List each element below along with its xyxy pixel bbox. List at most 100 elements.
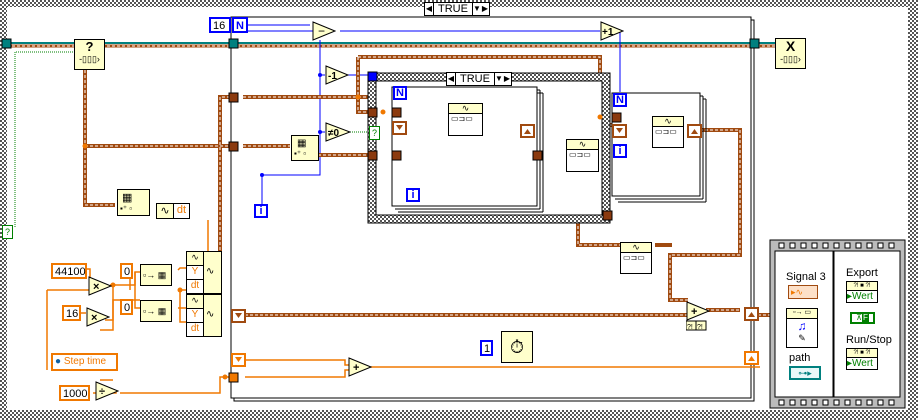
wait-ms-constant[interactable]: 1 xyxy=(480,340,493,356)
queue-icon: -▯▯▯› xyxy=(780,54,801,64)
waveform-subvi-middle[interactable]: ∿ ▭⊐▭ xyxy=(566,139,599,172)
decrement-node[interactable]: -1 xyxy=(325,65,349,85)
index-icon: ▪⁺ ▫ xyxy=(120,204,133,213)
right-loop-i-terminal: i xyxy=(613,144,627,158)
globe-icon: ● xyxy=(55,356,62,367)
flow-icon: ▭⊐▭ xyxy=(451,114,473,123)
waveform-icon: ∿ xyxy=(653,117,683,127)
export-value: ▸Wert xyxy=(847,291,873,302)
waveform-icon: ∿ xyxy=(187,252,203,266)
shift-reg-right-right xyxy=(687,124,702,138)
multiply-node-1[interactable]: × xyxy=(88,276,112,296)
waveform-subvi-bottom[interactable]: ∿ ▭⊐▭ xyxy=(620,242,652,274)
init-zero-constant-2[interactable]: 0 xyxy=(120,299,133,315)
case-dropdown-arrow[interactable]: ▼ xyxy=(494,74,503,83)
waveform-icon: ∿ xyxy=(449,104,482,114)
y-label: Y xyxy=(187,266,203,280)
runstop-label: Run/Stop xyxy=(846,334,892,346)
shift-reg-outer-left-cluster xyxy=(231,309,246,323)
index-icon: ▪⁺ ▫ xyxy=(294,149,307,158)
waveform-icon: ∿ xyxy=(157,204,174,218)
outer-case-selector[interactable]: ◀ TRUE ▼ ▶ xyxy=(424,2,490,16)
get-waveform-dt-node[interactable]: ∿ dt xyxy=(156,203,190,219)
divide-node[interactable]: ÷ xyxy=(95,381,119,401)
question-icon: ? xyxy=(85,39,94,54)
flow-icon: ▭⊐▭ xyxy=(655,127,677,136)
index-array-node-left[interactable]: ▦ ▪⁺ ▫ xyxy=(117,189,150,216)
add-cluster-node[interactable]: + ?! ?! xyxy=(686,301,710,333)
shift-reg-inner-right xyxy=(520,124,535,138)
count-wires xyxy=(247,24,621,204)
right-loop-n-terminal: N xyxy=(613,93,627,107)
not-equal-zero-node[interactable]: ≠0 xyxy=(325,122,351,142)
step-time-local-variable[interactable]: ● Step time xyxy=(51,353,118,371)
waveform-icon: ∿ xyxy=(206,266,215,277)
signal-3-label: Signal 3 xyxy=(786,271,826,283)
event-structure[interactable] xyxy=(769,239,906,409)
waveform-subvi-right[interactable]: ∿ ▭⊐▭ xyxy=(652,116,684,148)
bool-indicator-icon: ?! ■ ?! xyxy=(847,349,877,358)
prev-case-arrow[interactable]: ◀ xyxy=(447,74,455,83)
signal-3-terminal[interactable]: ▸∿ xyxy=(788,285,818,299)
release-queue-node[interactable]: X -▯▯▯› xyxy=(775,38,806,69)
multiply-node-2[interactable]: × xyxy=(86,307,110,327)
queue-icon: -▯▯▯› xyxy=(79,54,100,64)
loop-condition-terminal: ? xyxy=(2,225,13,239)
film-sprocket-holes xyxy=(778,242,895,406)
queue-status-node[interactable]: ? -▯▯▯› xyxy=(74,39,105,70)
initialize-array-node-2[interactable]: ▫→ ▦ xyxy=(140,300,172,322)
dt-label: dt xyxy=(174,204,189,218)
outer-i-terminal: i xyxy=(254,204,268,218)
dt-label: dt xyxy=(187,280,203,293)
ms-divisor-constant[interactable]: 1000 xyxy=(59,385,90,401)
export-control[interactable]: ?! ■ ?! ▸Wert xyxy=(846,281,878,303)
y-label: Y xyxy=(187,309,203,323)
path-terminal[interactable]: ⊶▸ xyxy=(789,366,821,380)
waveform-icon: ▸∿ xyxy=(791,287,804,297)
shift-reg-right-left xyxy=(612,124,627,138)
bits-constant[interactable]: 16 xyxy=(62,305,81,321)
pencil-icon: ✎ xyxy=(798,333,806,343)
index-array-node-top[interactable]: ▦ ▪⁺ ▫ xyxy=(291,135,319,161)
waveform-subvi-inner[interactable]: ∿ ▭⊐▭ xyxy=(448,103,483,136)
sample-rate-constant[interactable]: 44100 xyxy=(51,263,87,279)
divide-label: ÷ xyxy=(99,386,105,398)
inner-case-selector[interactable]: ◀ TRUE ▼ ▶ xyxy=(446,72,512,86)
runstop-control[interactable]: ?! ■ ?! ▸Wert xyxy=(846,348,878,370)
write-sound-file-node[interactable]: ▫→ ▭ ♫ ✎ xyxy=(786,308,818,348)
build-waveform-node-1[interactable]: ∿ Y dt ∿ xyxy=(186,251,222,294)
prev-case-arrow[interactable]: ◀ xyxy=(425,4,433,13)
waveform-icon: ∿ xyxy=(187,295,203,309)
svg-text:?!: ?! xyxy=(687,324,693,331)
false-constant[interactable]: ⊼F xyxy=(850,312,875,324)
runstop-value: ▸Wert xyxy=(847,358,873,369)
subtract-node[interactable]: − xyxy=(312,21,336,41)
inner-loop-n-terminal: N xyxy=(393,86,407,100)
shift-reg-outer-right-cluster xyxy=(744,307,759,321)
array-grid-icon: ▦ xyxy=(122,192,133,204)
init-array-icon: ▫→ ▦ xyxy=(143,306,167,316)
wait-ms-node[interactable]: ⏱ xyxy=(501,331,533,363)
shift-reg-outer-left-num xyxy=(231,353,246,367)
init-zero-constant-1[interactable]: 0 xyxy=(120,263,133,279)
add-time-node[interactable]: + xyxy=(348,357,372,377)
shift-registers xyxy=(231,121,759,367)
waveform-icon: ∿ xyxy=(621,243,651,253)
outer-case-value: TRUE xyxy=(433,2,473,16)
initialize-array-node-1[interactable]: ▫→ ▦ xyxy=(140,264,172,286)
next-case-arrow[interactable]: ▶ xyxy=(481,4,489,13)
metronome-icon: ⏱ xyxy=(509,337,525,357)
dt-label: dt xyxy=(187,323,203,336)
loop-count-constant[interactable]: 16 xyxy=(209,17,231,33)
next-case-arrow[interactable]: ▶ xyxy=(503,74,511,83)
flow-icon: ▭⊐▭ xyxy=(569,150,591,159)
array-grid-icon: ▦ xyxy=(297,138,307,149)
inner-case-value: TRUE xyxy=(455,72,495,86)
build-waveform-node-2[interactable]: ∿ Y dt ∿ xyxy=(186,294,222,337)
case-dropdown-arrow[interactable]: ▼ xyxy=(472,4,481,13)
n-terminal: N xyxy=(232,17,248,33)
increment-node[interactable]: +1 xyxy=(600,21,624,41)
multiply-label: × xyxy=(93,281,99,293)
shift-reg-inner-left xyxy=(392,121,407,135)
path-icon: ⊶▸ xyxy=(798,368,812,378)
